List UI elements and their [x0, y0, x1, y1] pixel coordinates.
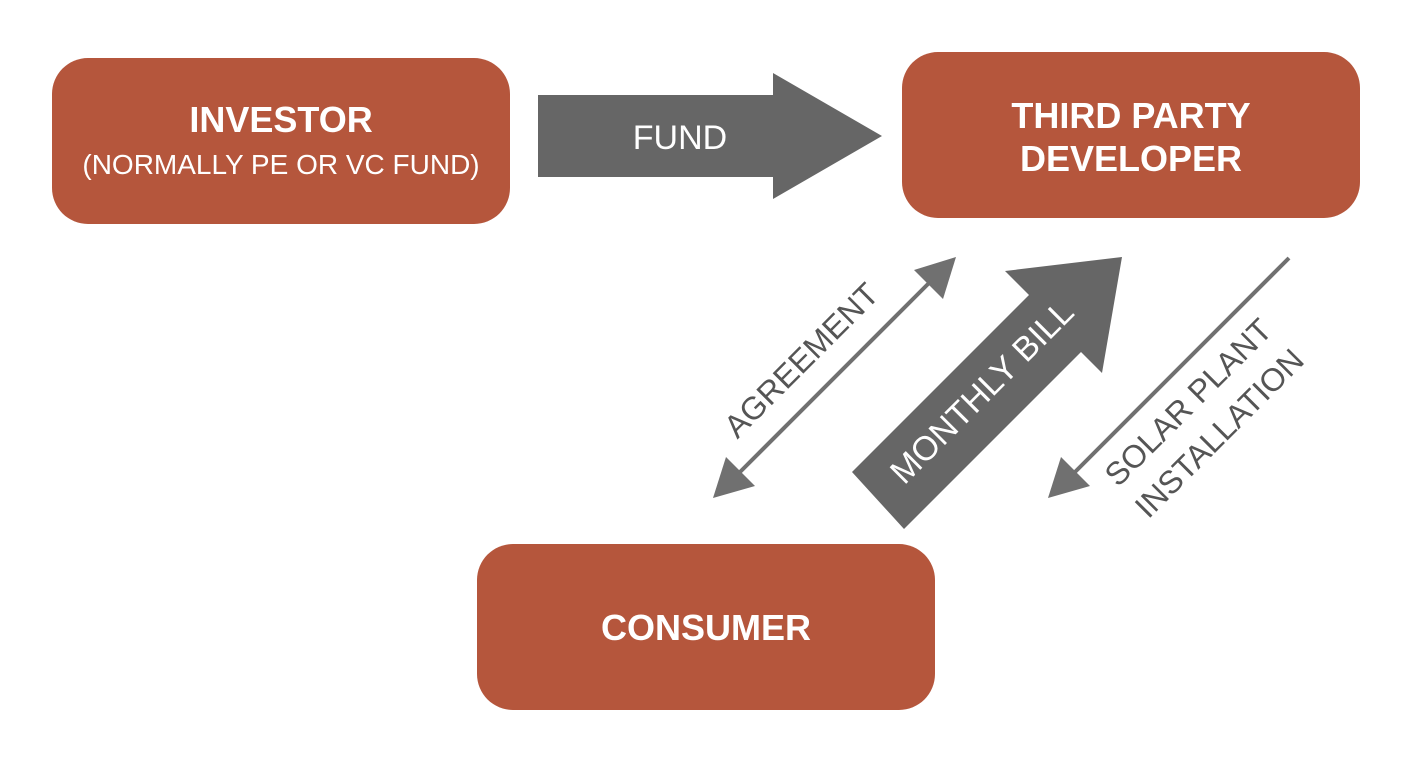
agreement-arrowhead-bottom	[713, 457, 755, 498]
agreement-line	[735, 278, 934, 477]
investor-box	[52, 58, 510, 224]
consumer-title: CONSUMER	[601, 607, 811, 648]
developer-box	[902, 52, 1360, 218]
investor-subtitle: (NORMALLY PE OR VC FUND)	[82, 149, 479, 180]
consumer-box	[477, 544, 935, 710]
monthly-bill-arrow-shape	[852, 257, 1122, 529]
solar-installation-arrowhead	[1048, 457, 1090, 498]
fund-arrow: FUND	[538, 73, 882, 199]
monthly-bill-label: MONTHLY BILL	[883, 293, 1081, 491]
developer-node: THIRD PARTY DEVELOPER	[902, 52, 1360, 218]
agreement-arrowhead-top	[914, 257, 956, 299]
agreement-label: AGREEMENT	[717, 276, 886, 445]
investor-title: INVESTOR	[189, 99, 372, 140]
investor-node: INVESTOR (NORMALLY PE OR VC FUND)	[52, 58, 510, 224]
developer-title-line2: DEVELOPER	[1020, 138, 1242, 179]
developer-title-line1: THIRD PARTY	[1011, 95, 1250, 136]
solar-installation-line	[1070, 256, 1291, 477]
fund-label: FUND	[633, 119, 727, 157]
fund-arrow-shape	[538, 73, 882, 199]
consumer-node: CONSUMER	[477, 544, 935, 710]
